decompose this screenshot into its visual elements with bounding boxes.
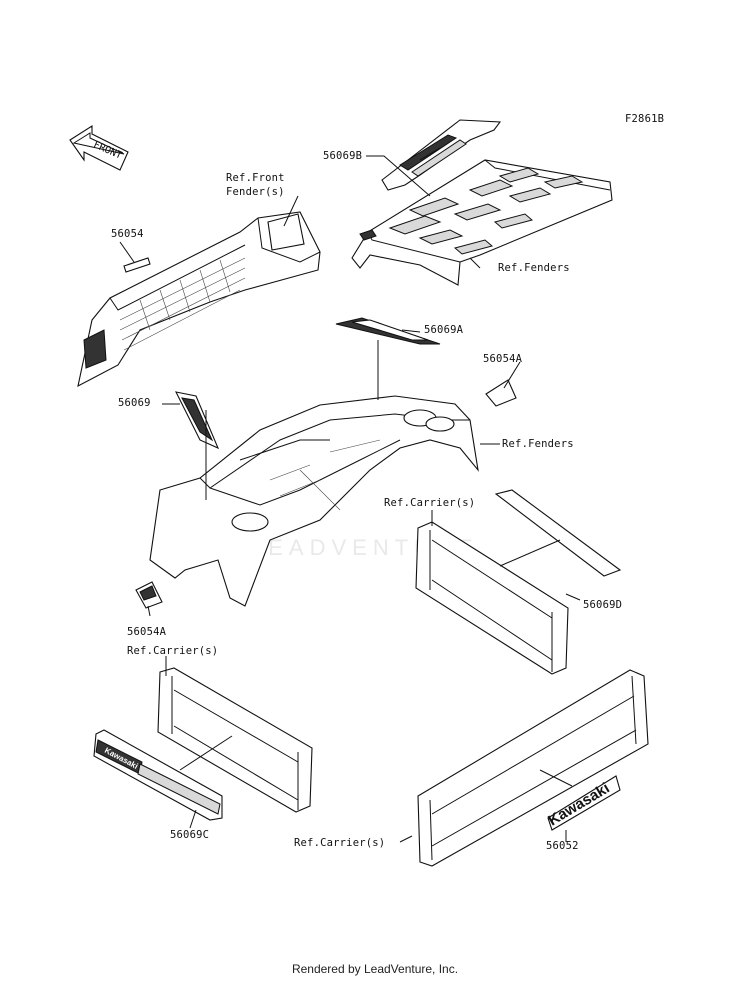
decal-56069-part: [175, 391, 220, 450]
label-56052: 56052: [546, 840, 579, 852]
label-ref-carrier-right: Ref.Carrier(s): [384, 497, 476, 509]
carrier-bottom-part: [417, 669, 649, 867]
label-56069: 56069: [118, 397, 151, 409]
carrier-left-part: [157, 667, 313, 813]
label-56054a-right: 56054A: [483, 353, 523, 365]
label-ref-carrier-bottom: Ref.Carrier(s): [294, 837, 386, 849]
label-56069b: 56069B: [323, 150, 363, 162]
figure-code: F2861B: [625, 113, 665, 125]
decal-56069a-part: [335, 317, 441, 345]
label-ref-fenders-mid: Ref.Fenders: [502, 438, 574, 450]
label-ref-carrier-left: Ref.Carrier(s): [127, 645, 219, 657]
decal-56069b-part: [381, 119, 502, 191]
decal-56054a-right-part: [485, 379, 517, 407]
footer-credit: Rendered by LeadVenture, Inc.: [291, 962, 459, 976]
rear-body-part: [149, 395, 479, 607]
decal-56069d-part: [494, 489, 622, 577]
label-56069a: 56069A: [424, 324, 464, 336]
label-ref-fenders-top: Ref.Fenders: [498, 262, 570, 274]
label-56054: 56054: [111, 228, 144, 240]
label-ref-front-fender-2: Fender(s): [226, 186, 285, 198]
label-ref-front-fender-1: Ref.Front: [226, 172, 285, 184]
front-arrow-icon: FRONT: [69, 124, 129, 171]
front-fender-part: [77, 211, 321, 388]
decal-56054-part: [123, 257, 151, 273]
label-56069d: 56069D: [583, 599, 623, 611]
decal-56054a-left-part: [135, 581, 163, 609]
carrier-right-part: [415, 521, 569, 675]
label-56069c: 56069C: [170, 829, 210, 841]
leader-lines: [119, 155, 581, 843]
label-56054a-left: 56054A: [127, 626, 167, 638]
rear-fender-top-part: [351, 159, 613, 286]
